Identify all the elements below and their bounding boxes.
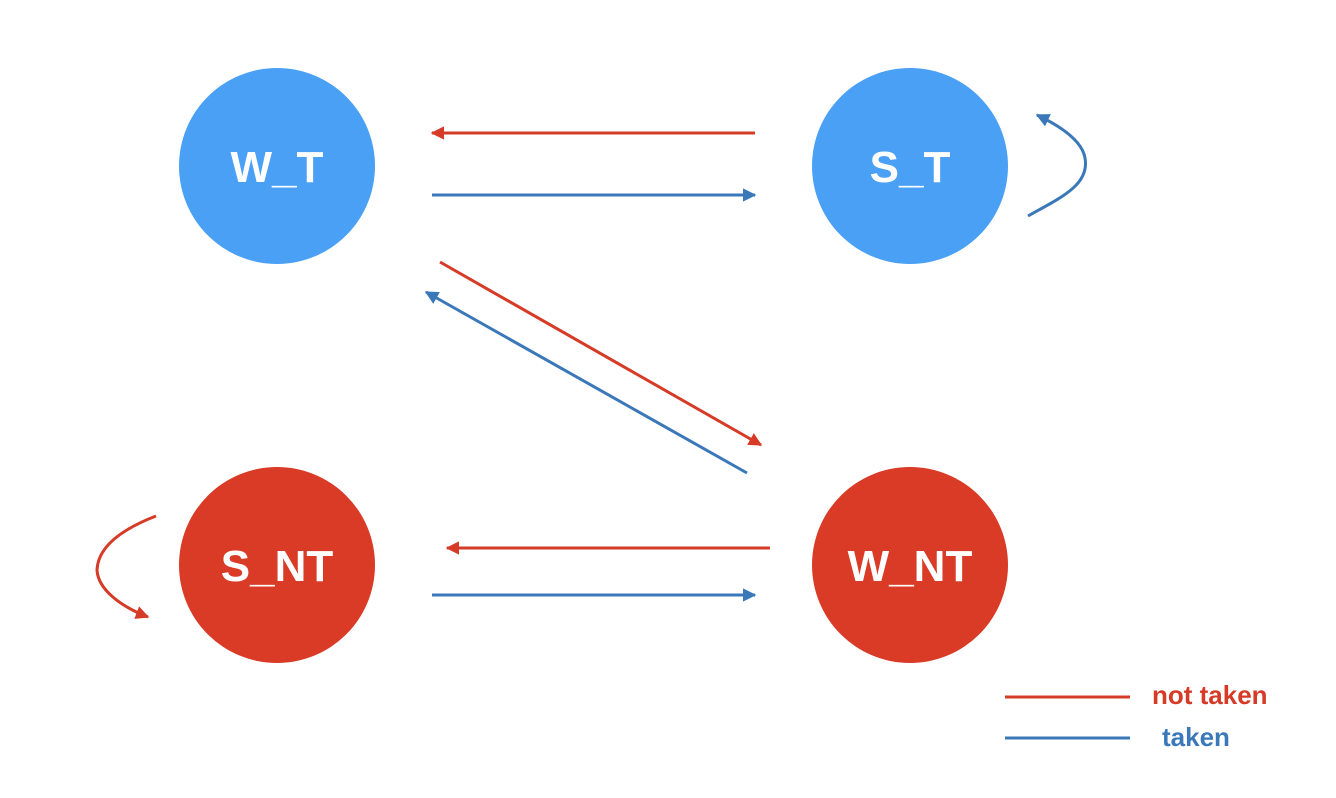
node-w-t: W_T [179,68,375,264]
node-s-t: S_T [812,68,1008,264]
node-s-t-circle [812,68,1008,264]
legend: not taken taken [1005,680,1268,752]
edge-w-nt-to-w-t-taken [424,290,748,475]
node-s-t-label: S_T [870,143,951,192]
edge-s-t-self-loop-taken [1027,113,1087,218]
legend-not-taken-label: not taken [1152,680,1268,710]
node-s-nt-circle [179,467,375,663]
node-s-nt-label: S_NT [221,542,334,591]
edge-s-nt-self-loop-not-taken [95,514,157,619]
node-w-nt-circle [812,467,1008,663]
node-s-nt: S_NT [179,467,375,663]
node-w-nt: W_NT [812,467,1008,663]
node-w-t-circle [179,68,375,264]
node-w-t-label: W_T [231,143,324,192]
node-w-nt-label: W_NT [848,542,973,591]
edge-w-t-to-w-nt-not-taken [439,260,763,447]
legend-taken-label: taken [1162,722,1230,752]
